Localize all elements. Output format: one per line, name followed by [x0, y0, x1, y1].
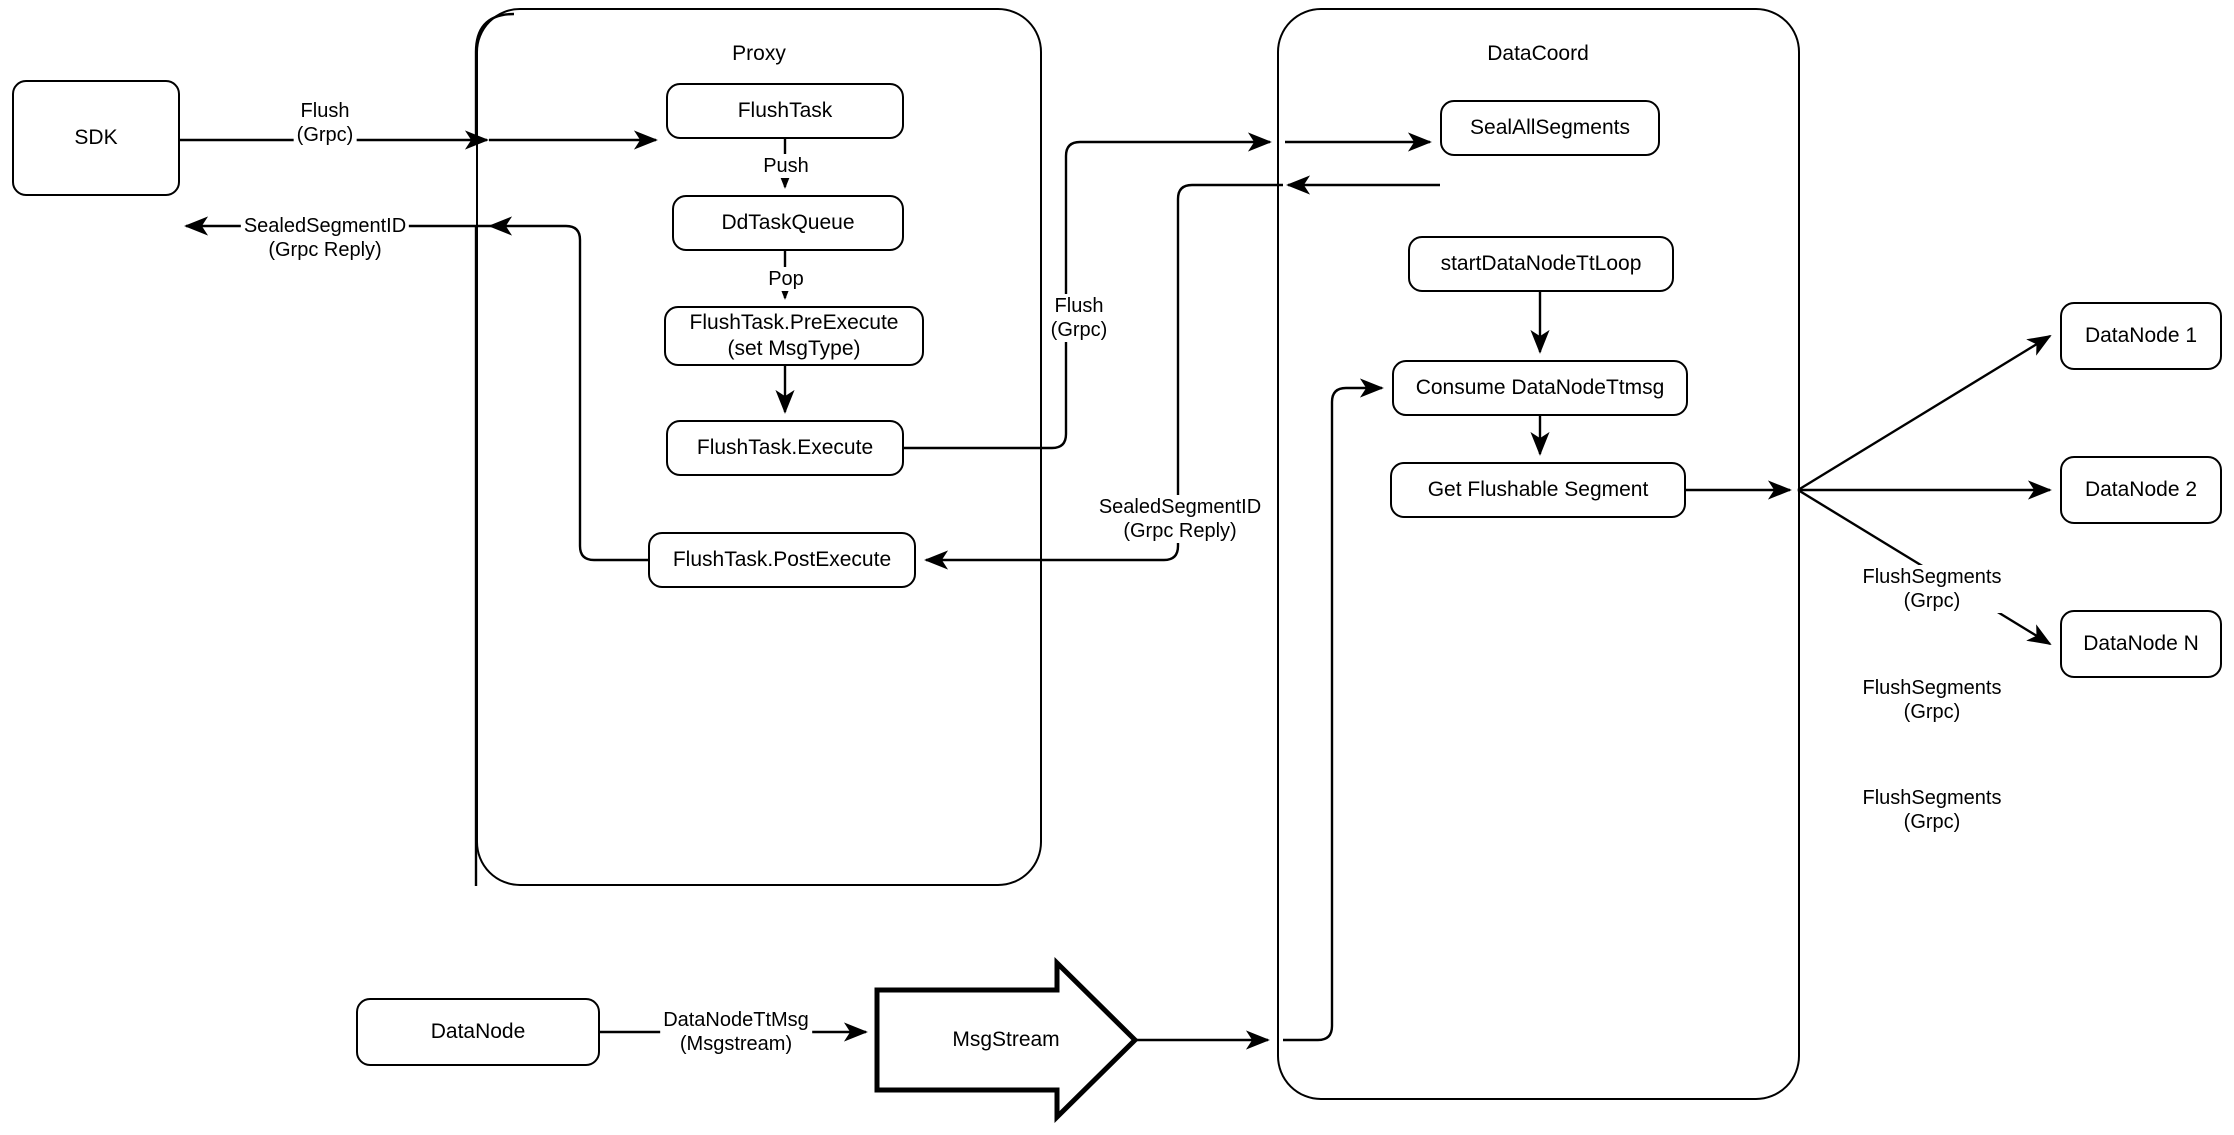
edge-label-pop: Pop [765, 267, 807, 291]
edge-label-flushsegments-1: FlushSegments (Grpc) [1859, 565, 2005, 613]
group-proxy [476, 8, 1042, 886]
node-datanode1[interactable]: DataNode 1 [2060, 302, 2222, 370]
group-datacoord [1277, 8, 1800, 1100]
edge-label-flushsegments-2: FlushSegments (Grpc) [1859, 676, 2005, 724]
node-sdk[interactable]: SDK [12, 80, 180, 196]
node-preexecute[interactable]: FlushTask.PreExecute (set MsgType) [664, 306, 924, 366]
node-execute[interactable]: FlushTask.Execute [666, 420, 904, 476]
node-datanoden[interactable]: DataNode N [2060, 610, 2222, 678]
node-flushtask[interactable]: FlushTask [666, 83, 904, 139]
edge-label-sealed-grpc-reply-mid: SealedSegmentID (Grpc Reply) [1095, 495, 1265, 543]
edge-label-datanodettmsg: DataNodeTtMsg (Msgstream) [660, 1008, 812, 1056]
node-sealallsegments[interactable]: SealAllSegments [1440, 100, 1660, 156]
edge-label-flush-grpc-mid: Flush (Grpc) [1047, 294, 1111, 342]
edge-label-flushsegments-n: FlushSegments (Grpc) [1859, 786, 2005, 834]
group-title-proxy: Proxy [732, 42, 786, 65]
connector-datacoord-bottom-to-consume [1283, 378, 1384, 1042]
connector-postexecute-to-sdkpath [488, 216, 648, 562]
connector-junction-to-datanode1 [1797, 334, 2052, 492]
edge-label-flush-grpc-sdk: Flush (Grpc) [293, 99, 357, 147]
node-consumettmsg[interactable]: Consume DataNodeTtmsg [1392, 360, 1688, 416]
edge-label-sealed-grpc-reply-sdk: SealedSegmentID (Grpc Reply) [240, 214, 410, 262]
connector-reply-to-postexecute [924, 183, 1283, 570]
node-getflushable[interactable]: Get Flushable Segment [1390, 462, 1686, 518]
node-startttloop[interactable]: startDataNodeTtLoop [1408, 236, 1674, 292]
node-postexecute[interactable]: FlushTask.PostExecute [648, 532, 916, 588]
msgstream-label: MsgStream [952, 1028, 1060, 1051]
edge-label-push: Push [760, 154, 812, 178]
node-ddtaskqueue[interactable]: DdTaskQueue [672, 195, 904, 251]
node-datanode2[interactable]: DataNode 2 [2060, 456, 2222, 524]
group-title-datacoord: DataCoord [1487, 42, 1589, 65]
node-datanode[interactable]: DataNode [356, 998, 600, 1066]
